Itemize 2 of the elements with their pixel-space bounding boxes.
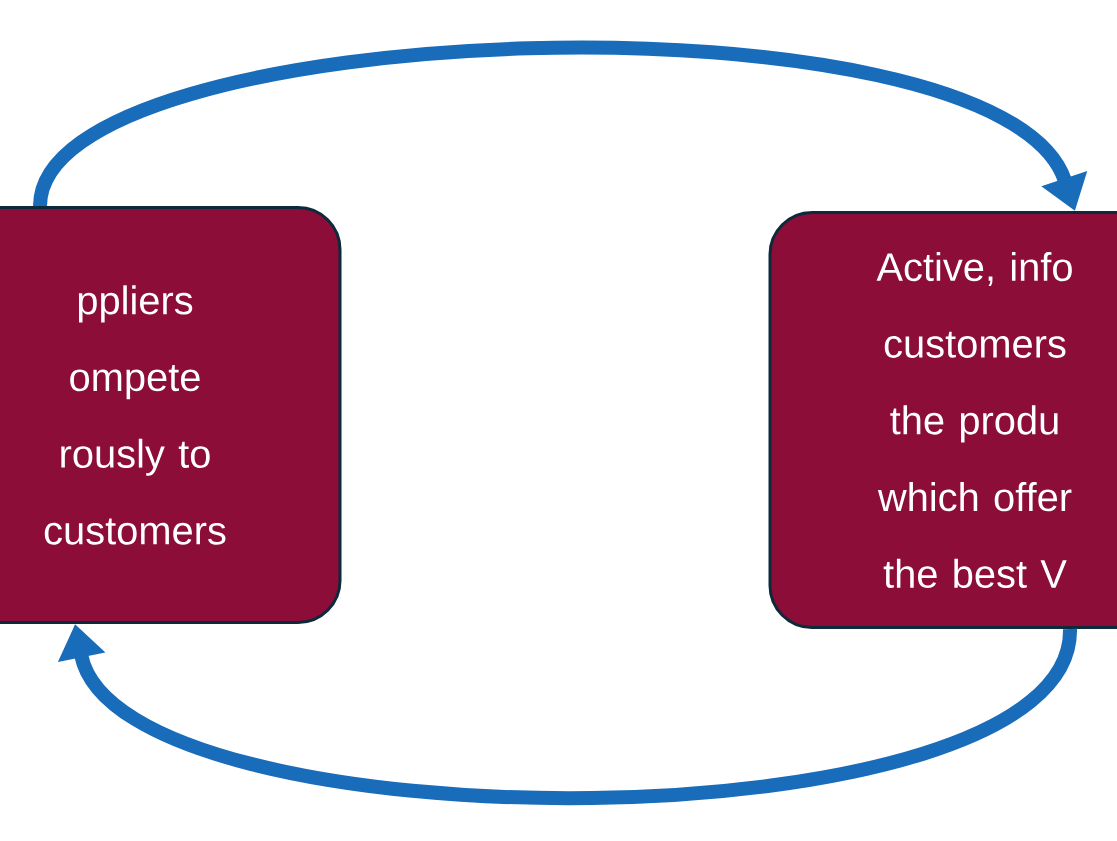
process-box: ppliers ompete rously to customers	[0, 206, 342, 624]
process-box: Active, info customers the produ which offer the best V	[768, 211, 1117, 629]
